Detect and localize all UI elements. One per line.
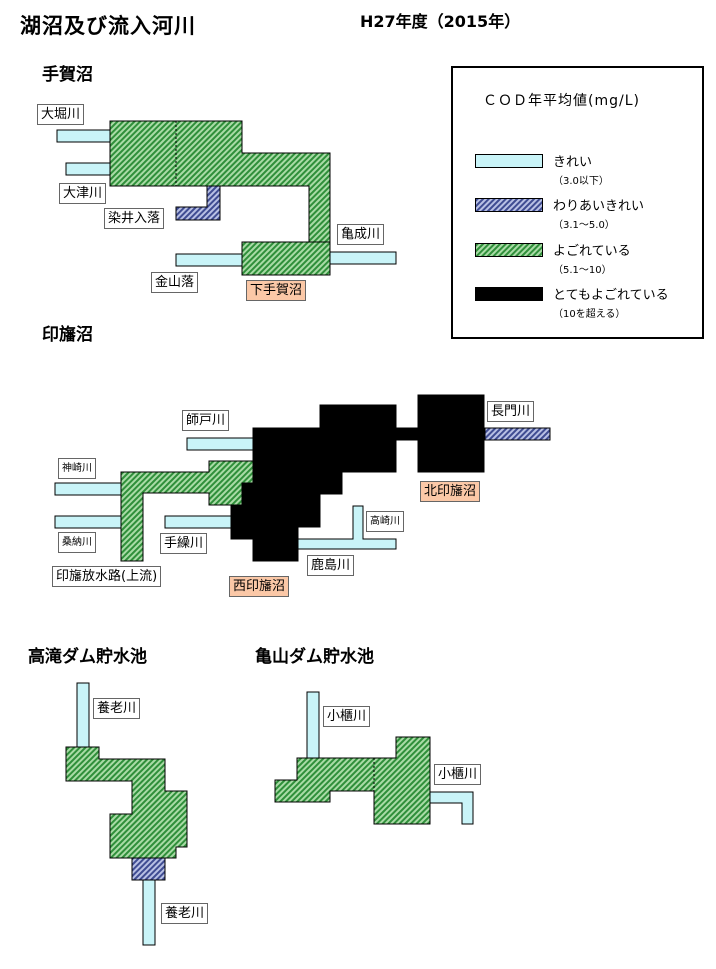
legend-range-polluted: （5.1～10）: [553, 265, 612, 276]
legend-swatch-very-polluted: [475, 287, 543, 301]
legend: ＣＯＤ年平均値(mg/L) きれい （3.0以下） わりあいきれい （3.1～5…: [451, 66, 704, 339]
lake-kita-inba: [417, 394, 485, 473]
fiscal-year: H27年度（2015年）: [360, 12, 521, 31]
river-kanzaki: [54, 482, 122, 496]
river-otsu: [65, 162, 111, 176]
label-somei: 染井入落: [104, 208, 165, 229]
tega-numa-diagram: [56, 120, 397, 276]
takataki-outlet: [131, 857, 166, 881]
inba-hosuiro: [120, 460, 254, 562]
label-obitsu-upper: 小櫃川: [323, 706, 371, 727]
river-yoro-upper: [76, 682, 90, 749]
legend-title: ＣＯＤ年平均値(mg/L): [483, 93, 640, 109]
legend-swatch-fair: [475, 198, 543, 212]
river-somei: [175, 185, 221, 221]
label-kashima: 鹿島川: [307, 555, 355, 576]
legend-range-clean: （3.0以下）: [553, 176, 609, 187]
river-obitsu-lower: [429, 791, 474, 825]
label-shimotega: 下手賀沼: [246, 280, 307, 301]
river-kanno: [54, 515, 122, 529]
label-nagato: 長門川: [487, 401, 535, 422]
river-shido: [186, 437, 254, 451]
legend-name-fair: わりあいきれい: [553, 199, 645, 214]
label-otsu: 大津川: [59, 183, 107, 204]
river-nagato: [484, 427, 551, 441]
label-nishi-inba: 西印旛沼: [229, 576, 290, 597]
legend-range-fair: （3.1～5.0）: [553, 220, 615, 231]
section-title-inba: 印旛沼: [42, 325, 93, 345]
label-tekuri: 手繰川: [160, 533, 208, 554]
legend-swatch-clean: [475, 154, 543, 168]
legend-name-very-polluted: とてもよごれている: [553, 288, 669, 303]
label-kanno: 桑納川: [58, 532, 96, 553]
label-yoro-upper: 養老川: [93, 698, 141, 719]
legend-range-very-polluted: （10を超える）: [553, 309, 626, 320]
label-kita-inba: 北印旛沼: [420, 481, 481, 502]
lake-shimotega: [241, 241, 331, 276]
takataki-dam-diagram: [65, 682, 188, 946]
river-takasaki: [297, 505, 397, 550]
kameyama-reservoir: [274, 736, 431, 825]
label-yoro-lower: 養老川: [161, 903, 209, 924]
section-title-kameyama: 亀山ダム貯水池: [255, 647, 374, 667]
lake-nishi-inba: [230, 404, 419, 562]
label-obitsu-lower: 小櫃川: [434, 764, 482, 785]
legend-name-polluted: よごれている: [553, 244, 631, 259]
label-takasaki: 高崎川: [366, 511, 404, 532]
kameyama-dam-diagram: [274, 691, 474, 825]
label-kamenari: 亀成川: [337, 224, 385, 245]
river-obitsu-upper: [306, 691, 320, 759]
inba-numa-diagram: [54, 394, 551, 562]
legend-name-clean: きれい: [553, 155, 593, 170]
page-title: 湖沼及び流入河川: [20, 14, 196, 38]
takataki-reservoir: [65, 746, 188, 859]
section-title-tega: 手賀沼: [42, 65, 93, 85]
river-kamenari: [329, 251, 397, 265]
label-kanzaki: 神崎川: [58, 458, 96, 479]
label-hosuiro: 印旛放水路(上流): [52, 566, 162, 587]
legend-swatch-polluted: [475, 243, 543, 257]
label-ohori: 大堀川: [37, 104, 85, 125]
label-shido: 師戸川: [182, 410, 230, 431]
label-kanayama: 金山落: [151, 272, 199, 293]
river-tekuri: [164, 515, 232, 529]
river-yoro-lower: [142, 878, 156, 946]
section-title-takataki: 高滝ダム貯水池: [28, 647, 147, 667]
river-kanayama: [175, 253, 243, 267]
river-ohori: [56, 129, 111, 143]
